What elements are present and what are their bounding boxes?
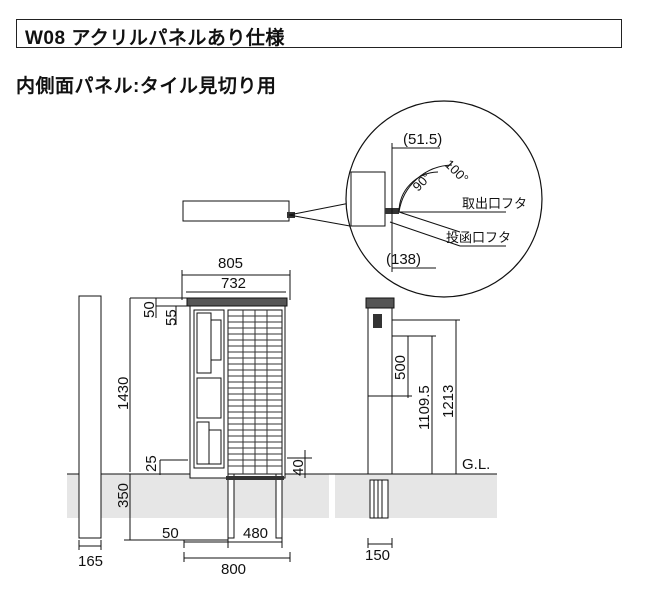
detail-circle bbox=[345, 100, 543, 298]
spec-title: W08 アクリルパネルあり仕様 bbox=[25, 28, 285, 49]
detail-label-insert: 投函口フタ bbox=[446, 230, 511, 245]
dim-side-500: 500 bbox=[392, 355, 409, 380]
dim-base-800: 800 bbox=[221, 561, 246, 578]
dim-leg-50: 50 bbox=[162, 525, 179, 542]
dim-total-height: 1430 bbox=[115, 377, 132, 410]
side-view bbox=[365, 297, 395, 548]
dim-side-1213: 1213 bbox=[440, 385, 457, 418]
front-view bbox=[186, 297, 288, 539]
side-dimension-lines bbox=[392, 319, 460, 474]
detail-dim-bottom: (138) bbox=[386, 251, 421, 268]
detail-dim-top: (51.5) bbox=[403, 131, 442, 148]
dim-base-480: 480 bbox=[243, 525, 268, 542]
dim-foot-40: 40 bbox=[290, 459, 307, 476]
dim-top-55: 55 bbox=[163, 309, 180, 326]
dim-side-1109: 1109.5 bbox=[416, 385, 433, 430]
dim-top-50: 50 bbox=[141, 301, 158, 318]
dim-overall-width: 805 bbox=[218, 255, 243, 272]
spec-subtitle: 内側面パネル:タイル見切り用 bbox=[16, 76, 277, 97]
spec-title-box: W08 アクリルパネルあり仕様 bbox=[16, 19, 622, 49]
dim-side-150: 150 bbox=[365, 547, 390, 564]
dim-ground-350: 350 bbox=[115, 483, 132, 508]
post-drawing bbox=[78, 295, 102, 550]
dim-post-width: 165 bbox=[78, 553, 103, 570]
ground-level-label: G.L. bbox=[462, 456, 490, 473]
plan-view bbox=[182, 200, 351, 227]
dim-bottom-25: 25 bbox=[143, 455, 160, 472]
front-dimension-lines bbox=[124, 270, 312, 562]
dim-inner-width: 732 bbox=[221, 275, 246, 292]
detail-label-take-out: 取出口フタ bbox=[462, 196, 527, 211]
